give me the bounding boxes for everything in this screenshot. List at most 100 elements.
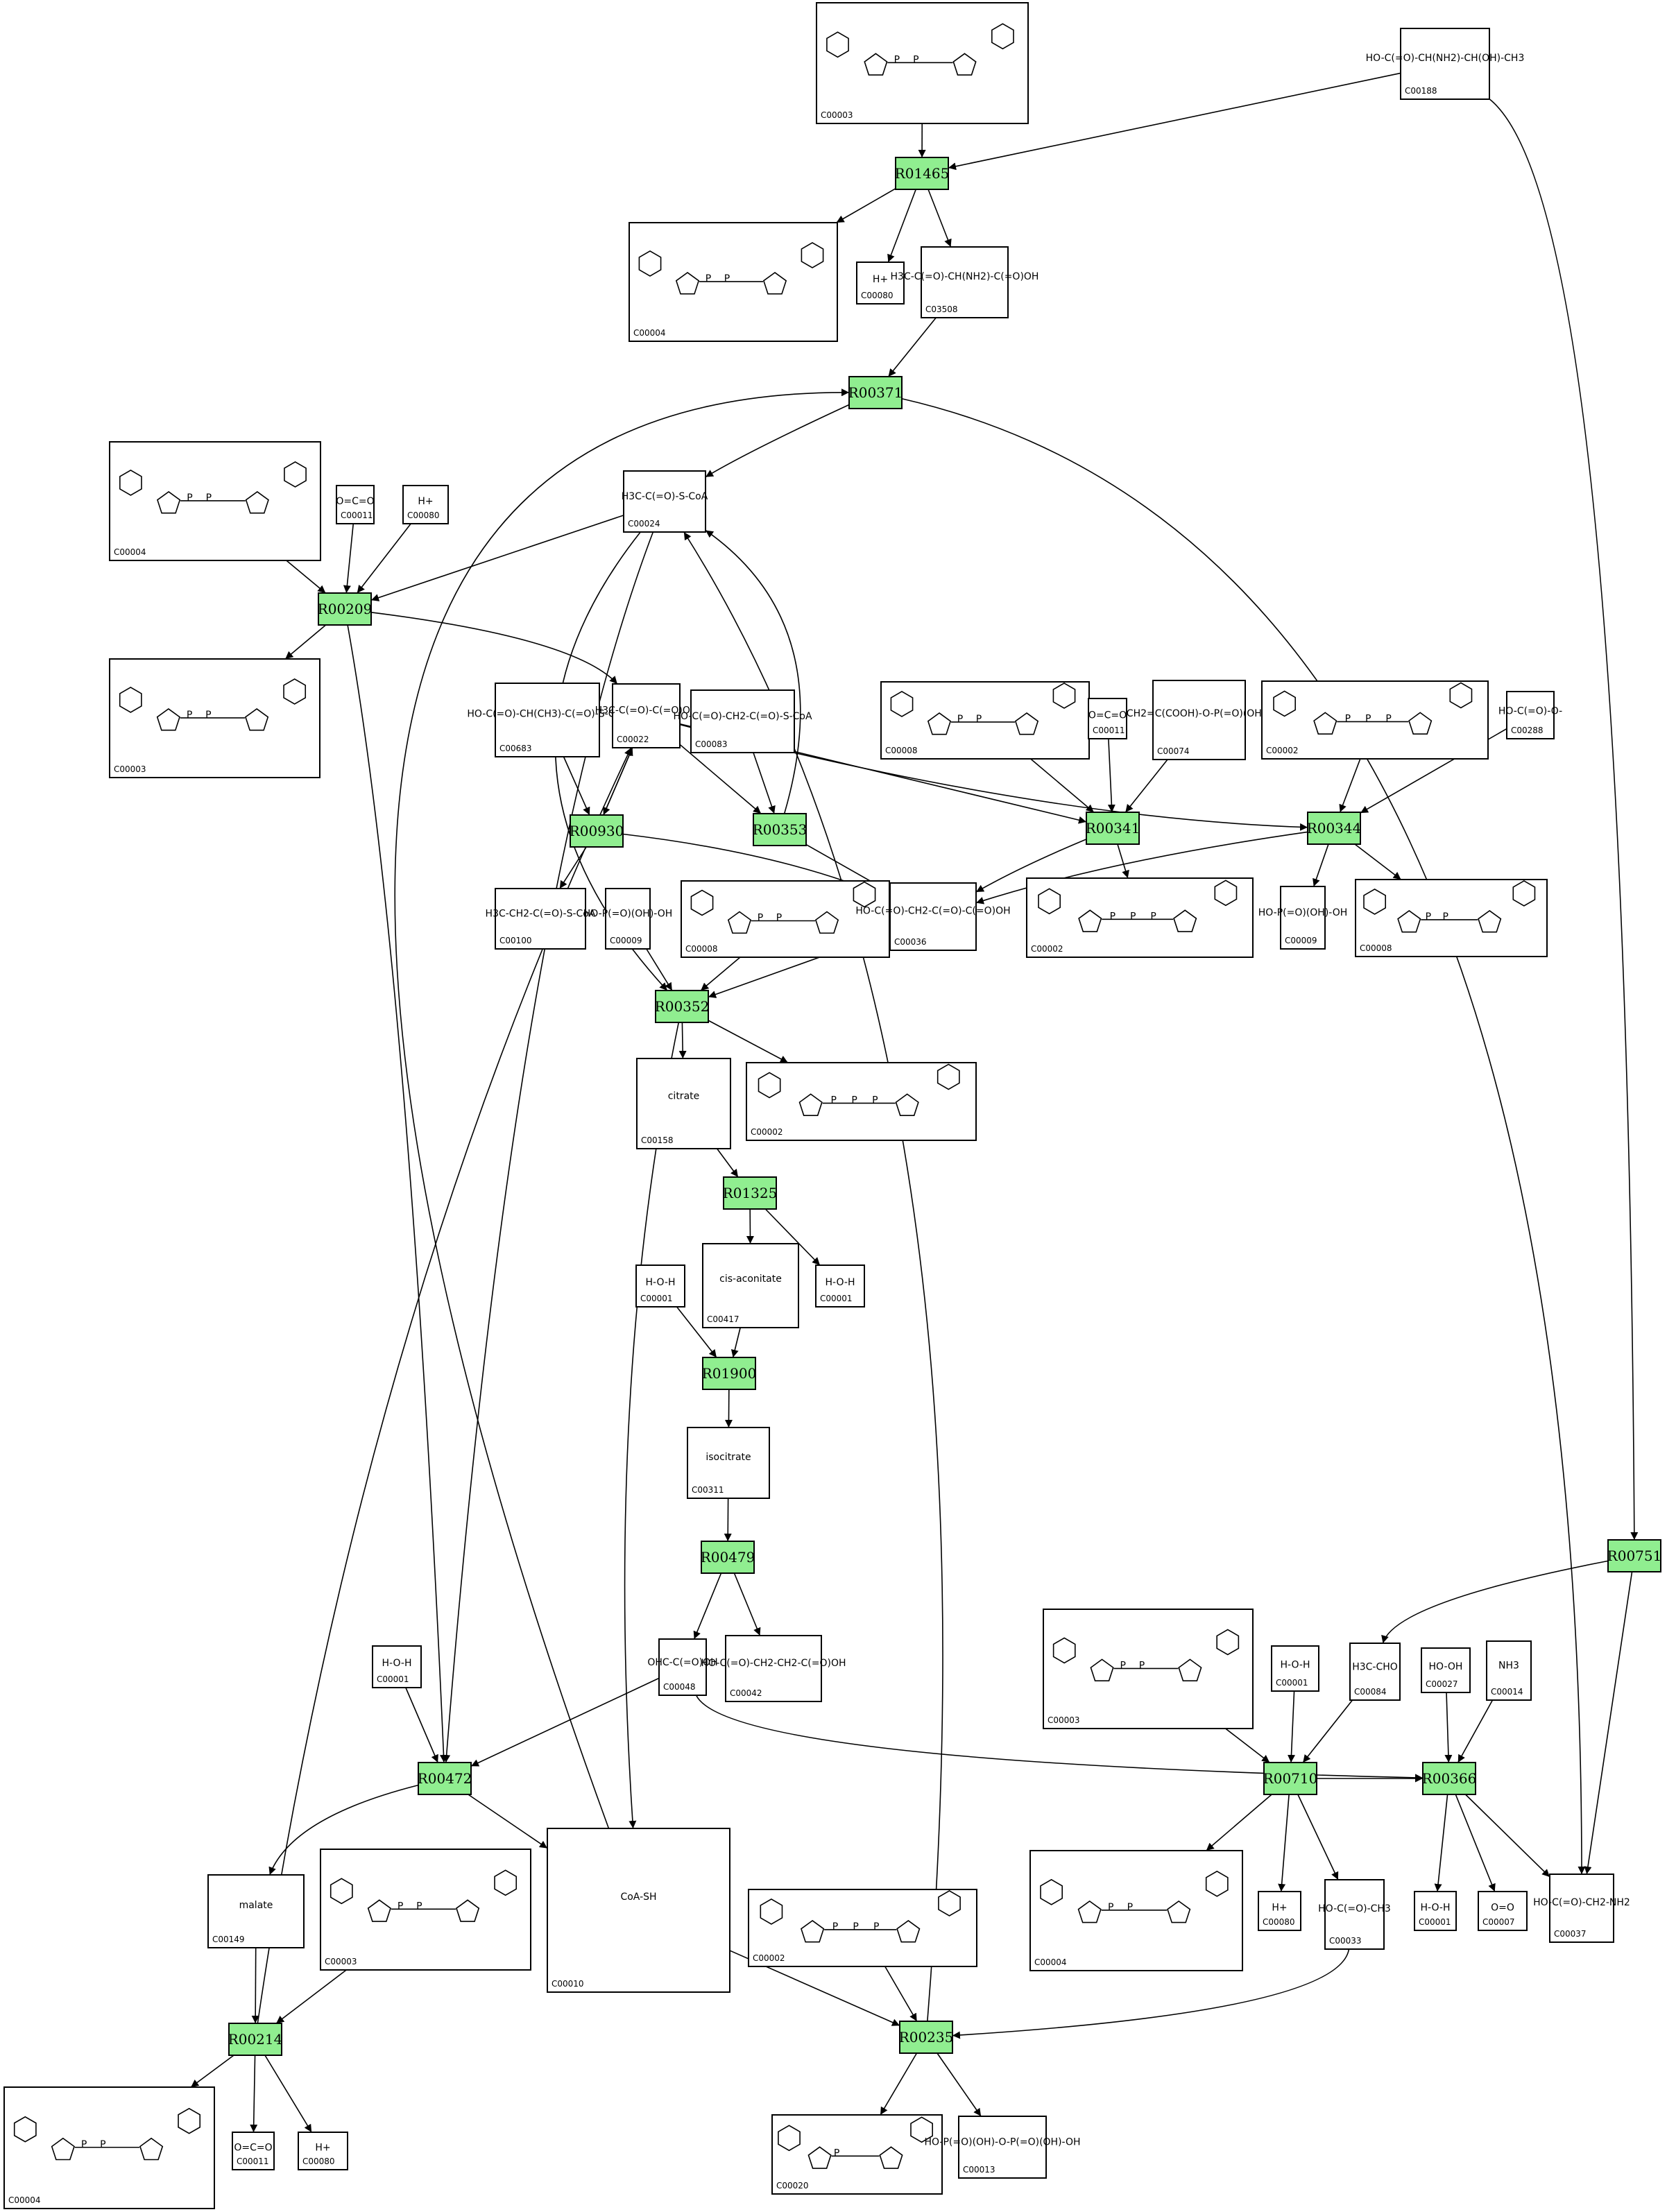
compound-box-c00080[interactable]: H+C00080 — [402, 485, 449, 524]
edge-R00472-to-c10 — [468, 1794, 548, 1849]
reaction-node-r00344[interactable]: R00344 — [1307, 812, 1362, 845]
reaction-node-r01465[interactable]: R01465 — [895, 157, 950, 190]
structure-formula: H+ — [1272, 1903, 1287, 1914]
edge-R00209-to-c3_b — [284, 624, 327, 660]
edge-R00710-to-c4_c — [1206, 1794, 1272, 1851]
reaction-node-r00371[interactable]: R00371 — [848, 376, 903, 409]
reaction-node-r00235[interactable]: R00235 — [899, 2021, 954, 2054]
phosphate-glyph: P — [894, 54, 900, 65]
compound-box-c00080[interactable]: H+C00080 — [856, 262, 905, 305]
reaction-label: R00353 — [753, 821, 807, 838]
compound-id-label: C00009 — [610, 936, 642, 945]
edge-R00352-to-c2_c — [708, 1020, 789, 1063]
structure-formula: HO-C(=O)-CH3 — [1318, 1903, 1391, 1914]
reaction-node-r01900[interactable]: R01900 — [702, 1357, 757, 1390]
phosphate-glyph: P — [206, 492, 212, 504]
compound-box-c00288[interactable]: HO-C(=O)-O-C00288 — [1498, 691, 1562, 739]
reaction-node-r00366[interactable]: R00366 — [1422, 1762, 1477, 1795]
structure-formula: HO-C(=O)-CH(NH2)-CH(OH)-CH3 — [1366, 53, 1525, 64]
compound-id-label: C00002 — [1266, 746, 1299, 755]
structure-formula: H-O-H — [826, 1277, 855, 1288]
reaction-node-r00479[interactable]: R00479 — [701, 1541, 755, 1574]
compound-box-c00080[interactable]: H+C00080 — [1258, 1891, 1301, 1931]
reaction-node-r00353[interactable]: R00353 — [753, 813, 807, 846]
edge-c683-to-R00930 — [563, 756, 590, 816]
edge-R01465-to-c80_a — [887, 189, 917, 263]
reaction-node-r00352[interactable]: R00352 — [655, 990, 710, 1023]
reaction-node-r00751[interactable]: R00751 — [1607, 1539, 1662, 1572]
reaction-node-r00710[interactable]: R00710 — [1263, 1762, 1318, 1795]
compound-id-label: C00003 — [821, 110, 853, 120]
edge-c1_a-to-R01900 — [676, 1306, 717, 1358]
reaction-node-r00930[interactable]: R00930 — [570, 814, 624, 848]
reaction-node-r00214[interactable]: R00214 — [228, 2023, 283, 2056]
reaction-node-r00341[interactable]: R00341 — [1086, 812, 1140, 845]
structure-formula: citrate — [668, 1091, 700, 1102]
compound-box-c00080[interactable]: H+C00080 — [298, 2132, 348, 2170]
edge-R00710-to-c80_c — [1278, 1794, 1290, 1892]
edge-R00341-to-c2_b — [1117, 843, 1129, 879]
phosphate-glyph: P — [81, 2139, 87, 2150]
reaction-node-r00472[interactable]: R00472 — [418, 1762, 472, 1795]
compound-id-label: C00001 — [1419, 1917, 1451, 1927]
edge-R00751-to-c37 — [1584, 1571, 1633, 1875]
reaction-node-r01325[interactable]: R01325 — [723, 1176, 778, 1210]
compound-id-label: C00042 — [730, 1688, 762, 1698]
reaction-label: R00214 — [228, 2031, 283, 2048]
structure-formula: H3C-C(=O)-C(=O)OH — [595, 705, 698, 717]
reaction-node-r00209[interactable]: R00209 — [318, 592, 373, 626]
edge-R00366-to-c1_e — [1434, 1794, 1448, 1892]
